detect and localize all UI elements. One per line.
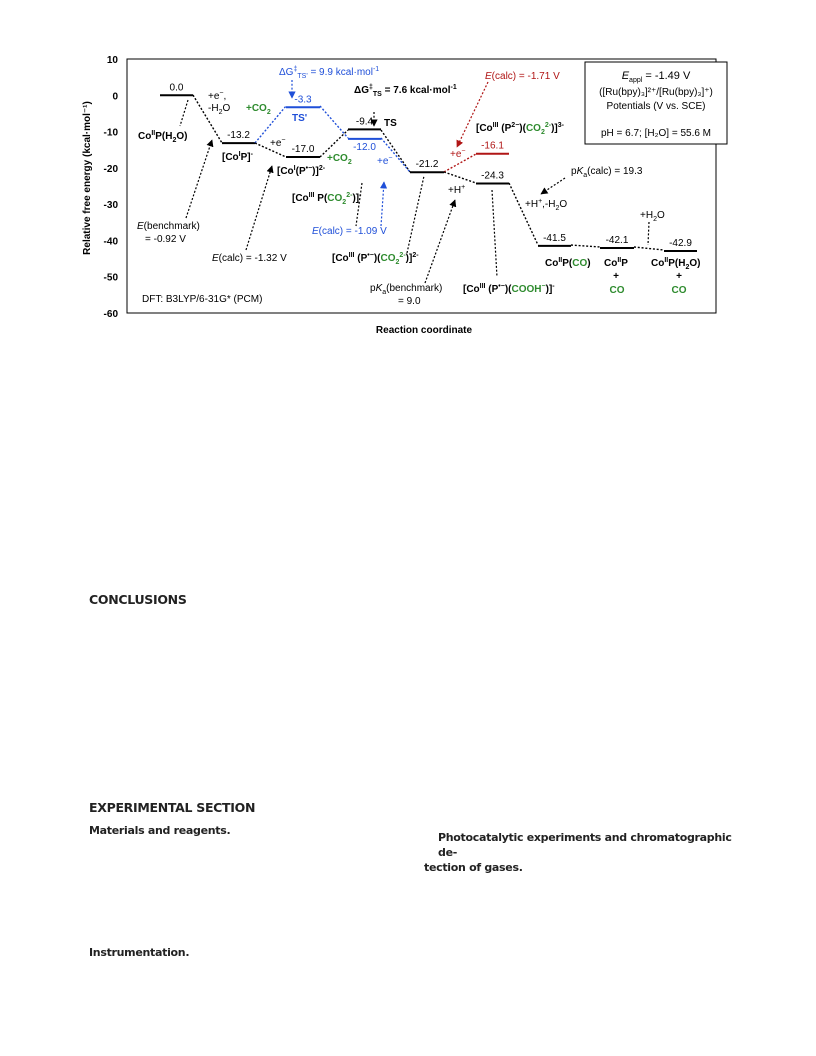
y-tick-label: 0 xyxy=(112,91,118,102)
plus-sign: + xyxy=(676,271,682,282)
y-tick-label: -20 xyxy=(104,164,119,175)
x-axis-title: Reaction coordinate xyxy=(376,325,473,336)
species-co-ii-p-co: CoIIP(CO) xyxy=(545,257,591,269)
species-co-ii-p-h2o: CoIIP(H2O) xyxy=(138,130,187,144)
materials-subheading: Materials and reagents. xyxy=(89,824,231,837)
ts-prime-label: TS' xyxy=(292,113,307,124)
plus-sign: + xyxy=(613,271,619,282)
pka-calc: pKa(calc) = 19.3 xyxy=(571,166,643,179)
experimental-heading: EXPERIMENTAL SECTION xyxy=(89,800,256,815)
ts-prime-barrier: ΔG‡TS' = 9.9 kcal·mol-1 xyxy=(279,66,379,80)
energy-level-value: -3.3 xyxy=(294,94,312,105)
species-co-iii-p-co2: [CoIII P(CO22-)]- xyxy=(292,192,362,206)
energy-level-value: -9.4 xyxy=(356,116,374,127)
energy-level-value: -16.1 xyxy=(481,141,504,152)
ts-label: TS xyxy=(384,118,397,129)
annotation-arrows xyxy=(179,80,650,284)
species-co-iii-p-radical-cooh: [CoIII (P•−)(COOH−)]- xyxy=(463,283,555,295)
y-tick-label: -60 xyxy=(104,309,119,320)
step-plus-co2: +CO2 xyxy=(246,103,271,116)
energy-level-value: -41.5 xyxy=(543,233,566,244)
method-note: DFT: B3LYP/6-31G* (PCM) xyxy=(142,294,262,305)
connectors xyxy=(192,94,665,251)
step-plus-e: +e− xyxy=(270,137,286,149)
y-axis-title: Relative free energy (kcal·mol⁻¹) xyxy=(82,101,93,255)
potential-reference: Potentials (V vs. SCE) xyxy=(607,101,706,112)
e-calc-minus-1-71: E(calc) = -1.71 V xyxy=(485,71,560,82)
step-plus-h2o: +H2O xyxy=(640,210,665,223)
product-co: CO xyxy=(672,285,687,296)
species-co-i-p: [CoIP]- xyxy=(222,151,254,163)
step-plus-e-minus-h2o: +e−,-H2O xyxy=(208,90,230,116)
applied-potential: Eappl = -1.49 V xyxy=(622,70,691,84)
photocatalytic-subheading: Photocatalytic experiments and chromatog… xyxy=(424,830,754,875)
step-plus-co2: +CO2 xyxy=(327,153,352,166)
species-co-iii-p-radical-co2: [CoIII (P•−)(CO22-)]2- xyxy=(332,252,419,266)
e-calc-minus-1-32: E(calc) = -1.32 V xyxy=(212,253,287,264)
species-co-i-p-radical: [CoI(P•−)]2- xyxy=(277,165,326,177)
step-plus-h: +H+ xyxy=(448,184,465,196)
conditions-box xyxy=(584,61,728,145)
energy-levels: 0.0 -13.2 -3.3 -17.0 -12.0 -9.4 -21.2 -16.1 -24.… xyxy=(160,82,697,252)
plot-area xyxy=(126,58,717,314)
energy-level-value: -24.3 xyxy=(481,170,504,181)
step-plus-e-blue: +e− xyxy=(377,155,393,167)
energy-level-value: -12.0 xyxy=(353,142,376,153)
species-co-ii-p-h2o-final: CoIIP(H2O) xyxy=(651,257,700,271)
photocatalytic-line-1: Photocatalytic experiments and chromatog… xyxy=(438,831,732,859)
y-tick-label: 10 xyxy=(107,55,119,66)
energy-level-value: -42.9 xyxy=(669,238,692,249)
y-tick-label: -30 xyxy=(104,200,119,211)
energy-diagram-figure: 10 0 -10 -20 -30 -40 -50 -60 Relative free ener… xyxy=(82,55,728,336)
photocatalytic-line-2: tection of gases. xyxy=(424,861,523,874)
e-benchmark: E(benchmark)= -0.92 V xyxy=(137,221,200,245)
ru-couple: ([Ru(bpy)₃]²⁺/[Ru(bpy)₃]⁺) xyxy=(599,87,713,98)
instrumentation-subheading: Instrumentation. xyxy=(89,946,190,959)
energy-level-value: -13.2 xyxy=(227,130,250,141)
pka-benchmark: pKa(benchmark)= 9.0 xyxy=(370,283,442,307)
y-tick-label: -40 xyxy=(104,236,119,247)
e-calc-minus-1-09: E(calc) = -1.09 V xyxy=(312,226,387,237)
ph-water: pH = 6.7; [H₂O] = 55.6 M xyxy=(601,128,711,139)
y-tick-label: -10 xyxy=(104,128,119,139)
y-axis-ticks: 10 0 -10 -20 -30 -40 -50 -60 xyxy=(104,55,119,320)
y-tick-label: -50 xyxy=(104,273,119,284)
energy-level-value: 0.0 xyxy=(170,82,184,93)
ts-barrier: ΔG‡TS = 7.6 kcal·mol-1 xyxy=(354,84,457,98)
species-co-iii-p2-co2: [CoIII (P2−)(CO22-)]3- xyxy=(476,122,565,136)
product-co: CO xyxy=(610,285,625,296)
energy-level-value: -42.1 xyxy=(606,235,629,246)
conclusions-heading: CONCLUSIONS xyxy=(89,592,187,607)
energy-level-value: -21.2 xyxy=(416,159,439,170)
species-co-ii-p: CoIIP xyxy=(604,257,628,269)
step-plus-h-minus-h2o: +H+,-H2O xyxy=(525,198,567,212)
energy-level-value: -17.0 xyxy=(292,144,315,155)
step-plus-e-red: +e− xyxy=(450,148,466,160)
